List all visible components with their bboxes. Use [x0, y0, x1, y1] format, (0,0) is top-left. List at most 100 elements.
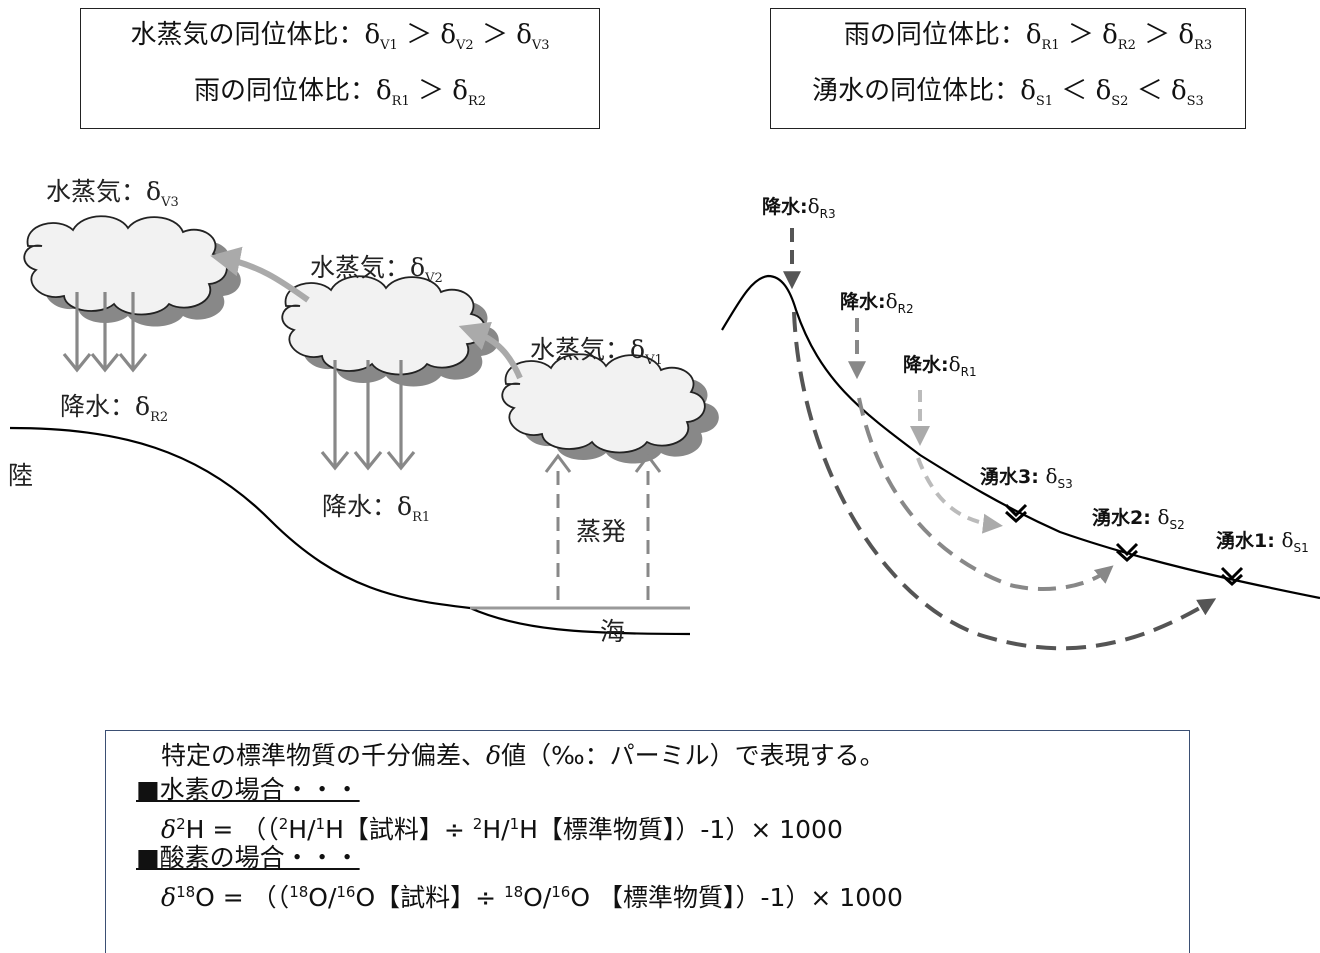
spring-isotope-line: 湧水の同位体比：δS1 ＜ δS2 ＜ δS3 [812, 69, 1204, 124]
equation-text: H【標準物質】）-1）× 1000 [519, 815, 843, 844]
hydrogen-equation: δ2H = （（2H/1H【試料】÷ 2H/1H【標準物質】）-1）× 1000 [161, 807, 1189, 844]
evaporation-label: 蒸発 [576, 517, 627, 546]
spring-isotope-label: 湧水の同位体比： [812, 75, 1021, 106]
equation-text: O = （（ [195, 883, 290, 912]
spring-icon [1115, 542, 1139, 563]
precip-arrows-r2 [62, 292, 148, 373]
colon: : [878, 291, 886, 313]
delta-symbol: δ [161, 883, 177, 912]
vapor-transport-arrow-2 [210, 246, 310, 303]
vapor-transport-arrow-1 [458, 321, 523, 380]
superscript: 16 [336, 883, 356, 901]
oxygen-heading: ■酸素の場合・・・ [136, 843, 360, 872]
subscript: R1 [1041, 38, 1060, 54]
precip-r2-label: 降水：δR2 [60, 387, 168, 425]
superscript: 1 [315, 815, 326, 833]
subscript: V2 [456, 38, 474, 54]
subscript: R3 [819, 207, 836, 221]
formula-intro: 特定の標準物質の千分偏差、δ値（‰：パーミル）で表現する。 [161, 739, 1189, 773]
flow-path-s1 [792, 311, 1217, 651]
spring1-label: 湧水1: δS1 [1216, 526, 1309, 555]
cloud-v2 [281, 275, 499, 387]
delta-symbol: δ [807, 194, 820, 218]
delta-symbol: δ [486, 741, 502, 770]
delta-symbol: δ [452, 75, 468, 106]
delta-symbol: δ [410, 253, 426, 282]
equation-text: O/ [308, 883, 337, 912]
delta-symbol: δ [1025, 20, 1042, 51]
rain-isotope-line: 雨の同位体比：δR1 ＞ δR2 ＞ δR3 [844, 13, 1212, 68]
superscript: 18 [504, 883, 524, 901]
delta-symbol: δ [161, 815, 177, 844]
water-cycle-diagram [9, 215, 1320, 651]
cloud-v1 [501, 353, 719, 464]
rain-isotope-line: 雨の同位体比：δR1 ＞ δR2 [194, 69, 486, 124]
subscript: R2 [897, 302, 914, 316]
superscript: 2 [278, 815, 289, 833]
rain-isotope-label: 雨の同位体比： [194, 75, 377, 106]
delta-symbol: δ [948, 352, 961, 376]
spring-label-text: 湧水1: [1216, 530, 1275, 552]
subscript: V1 [645, 353, 663, 368]
vapor-v2-label: 水蒸気：δV2 [310, 248, 443, 286]
delta-symbol: δ [146, 177, 162, 206]
colon: : [800, 196, 808, 218]
superscript: 1 [509, 815, 520, 833]
vapor-v3-label: 水蒸気：δV3 [46, 172, 179, 210]
delta-symbol: δ [376, 75, 392, 106]
subscript: V3 [531, 38, 550, 54]
rain-spring-isotope-box: 雨の同位体比：δR1 ＞ δR2 ＞ δR3 湧水の同位体比：δS1 ＜ δS2… [770, 8, 1246, 129]
precip-r2-label: 降水:δR2 [840, 287, 914, 316]
precip-r3-label: 降水:δR3 [762, 192, 836, 221]
precip-label-text: 降水 [762, 196, 801, 218]
delta-symbol: δ [1281, 528, 1294, 552]
vapor-isotope-label: 水蒸気の同位体比： [130, 20, 365, 51]
subscript: S3 [1186, 93, 1204, 109]
subscript: S2 [1111, 93, 1129, 109]
vapor-v1-label: 水蒸気：δV1 [530, 330, 663, 368]
delta-symbol: δ [364, 20, 381, 51]
vapor-label-text: 水蒸気： [46, 177, 147, 206]
spring2-label: 湧水2: δS2 [1092, 503, 1185, 532]
delta-symbol: δ [1178, 20, 1195, 51]
gt-symbol: ＞ [481, 20, 508, 51]
subscript: R2 [150, 410, 169, 425]
hillslope-line [721, 274, 1320, 600]
delta-symbol: δ [1170, 75, 1187, 106]
gt-symbol: ＞ [406, 20, 433, 51]
equation-text: H/ [288, 815, 316, 844]
delta-symbol: δ [630, 335, 646, 364]
spring3-label: 湧水3: δS3 [980, 462, 1073, 491]
subscript: S3 [1057, 477, 1073, 491]
subscript: S2 [1169, 518, 1185, 532]
subscript: S1 [1035, 93, 1054, 109]
superscript: 2 [176, 815, 186, 833]
gt-symbol: ＞ [1144, 20, 1171, 51]
subscript: R1 [960, 365, 977, 379]
flow-path-s2 [857, 397, 1114, 592]
precip-label-text: 降水 [903, 354, 942, 376]
delta-symbol: δ [1157, 505, 1170, 529]
oxygen-equation: δ18O = （（18O/16O【試料】÷ 18O/16O 【標準物質】）-1）… [161, 875, 1189, 912]
delta-symbol: δ [1020, 75, 1036, 106]
spring-label-text: 湧水3: [980, 466, 1039, 488]
sea-label: 海 [600, 617, 626, 646]
subscript: R2 [1117, 38, 1136, 54]
delta-symbol: δ [516, 20, 532, 51]
subscript: V2 [425, 271, 443, 286]
precip-label-text: 降水： [60, 392, 136, 421]
formula-intro-rest: 値（‰：パーミル）で表現する。 [501, 741, 885, 770]
delta-symbol: δ [885, 289, 898, 313]
vapor-rain-isotope-box: 水蒸気の同位体比：δV1 ＞ δV2 ＞ δV3 雨の同位体比：δR1 ＞ δR… [80, 8, 600, 129]
subscript: S1 [1293, 541, 1309, 555]
equation-text: O【試料】÷ [355, 883, 505, 912]
hydrogen-heading: ■水素の場合・・・ [136, 775, 360, 804]
subscript: R2 [467, 93, 486, 109]
rain-isotope-label: 雨の同位体比： [843, 20, 1026, 51]
spring-icon [1004, 503, 1028, 524]
delta-symbol: δ [397, 492, 413, 521]
spring-label-text: 湧水2: [1092, 507, 1151, 529]
delta-symbol: δ [1095, 75, 1112, 106]
spring-icon [1220, 566, 1244, 587]
superscript: 2 [472, 815, 483, 833]
